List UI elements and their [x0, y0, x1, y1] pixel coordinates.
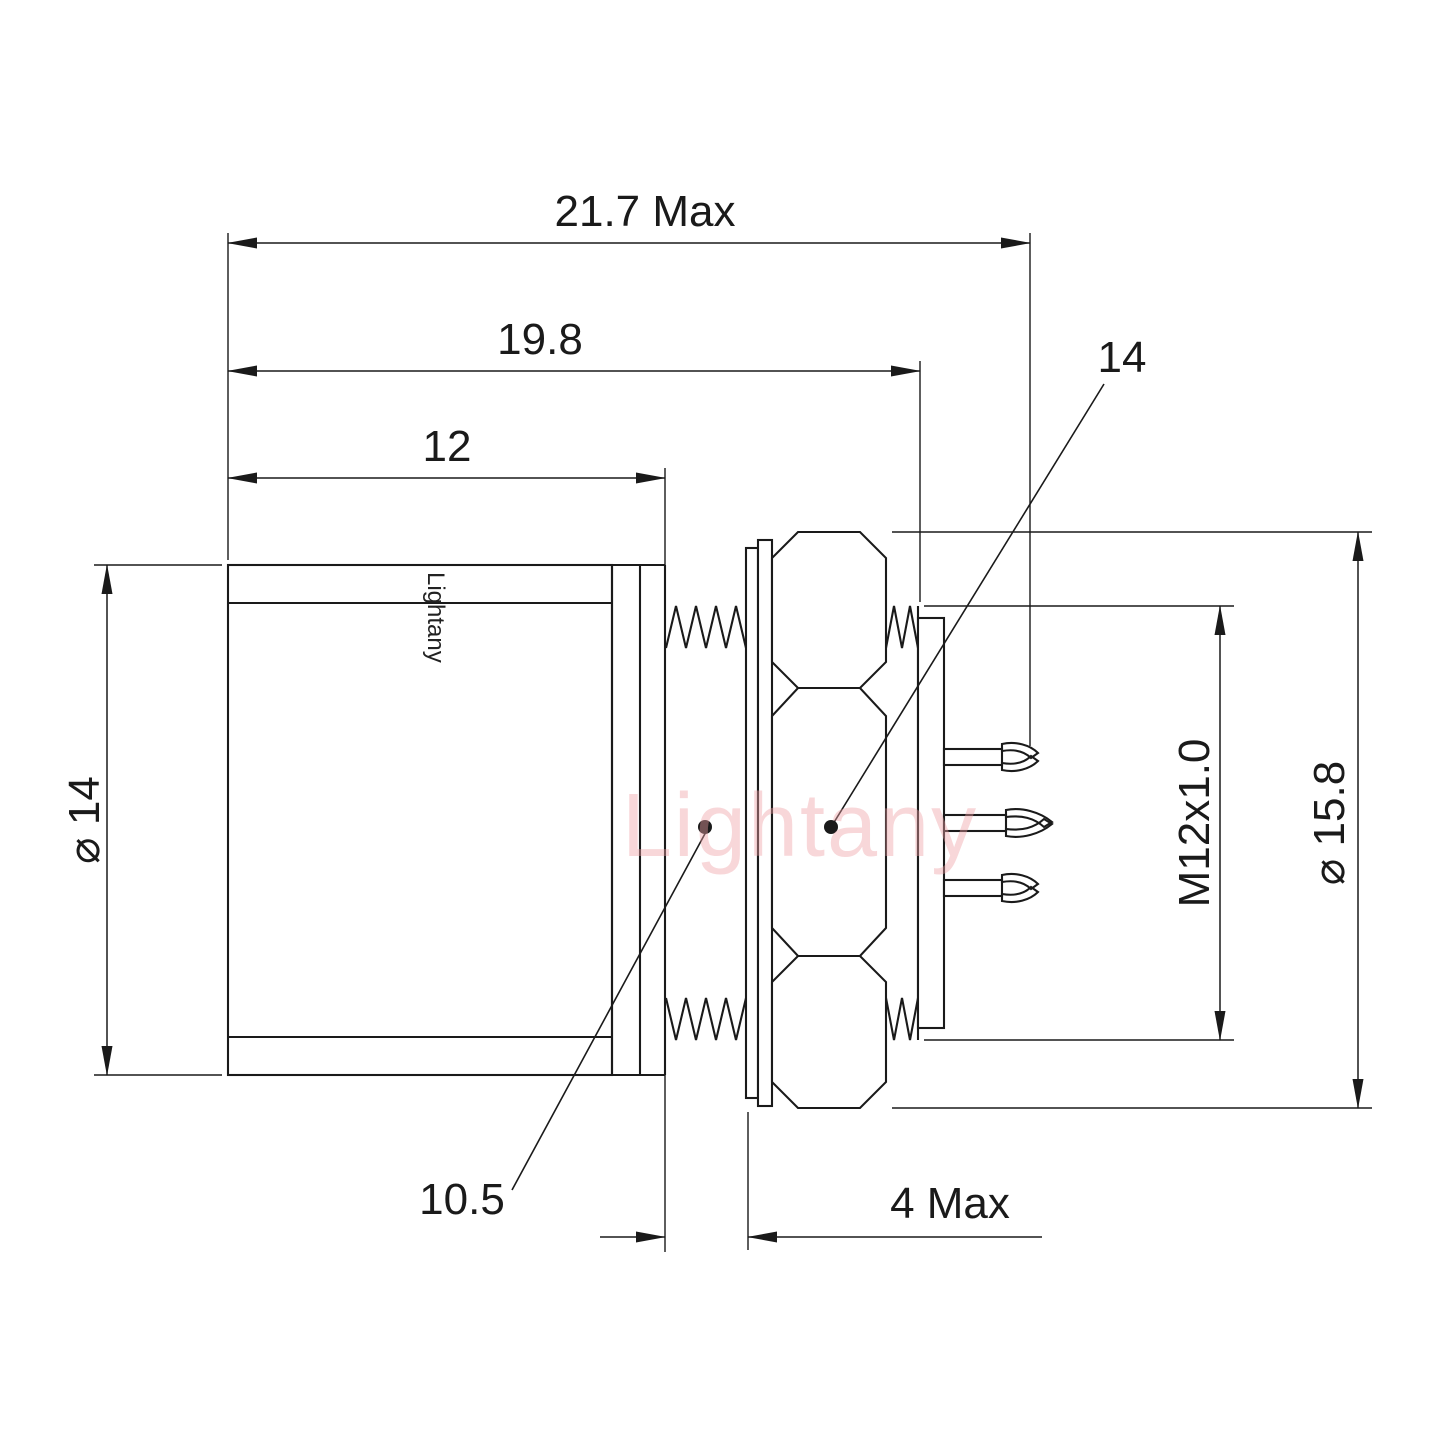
leader-inner-diameter: 10.5	[419, 820, 712, 1224]
dimension-body-diameter: ⌀ 14	[60, 564, 222, 1076]
hex-diameter-label: ⌀ 15.8	[1305, 761, 1354, 885]
solder-pin-bottom	[942, 872, 1040, 904]
body-brand-marking: Lightany	[422, 572, 449, 663]
total-length-label: 21.7 Max	[555, 187, 736, 236]
thread-profile-top-rear	[884, 605, 920, 649]
solder-pin-middle	[942, 808, 1054, 838]
pin-fork-blade	[1000, 754, 1040, 773]
rear-insert	[916, 616, 946, 1030]
pin-ref-label: 14	[1098, 333, 1147, 382]
dimension-length-to-panel: 19.8	[227, 315, 921, 602]
hex-facet-top	[770, 530, 888, 690]
dimension-hex-diameter: ⌀ 15.8	[892, 531, 1372, 1109]
pin-fork-blade	[1000, 741, 1040, 760]
length-to-panel-label: 19.8	[497, 315, 583, 364]
dimension-panel-thickness: 4 Max	[600, 1112, 1042, 1250]
connector-front-body: Lightany	[226, 563, 667, 1077]
dimension-front-length: 12	[227, 422, 666, 1252]
thread-spec-label: M12x1.0	[1170, 739, 1219, 908]
pin-fork-blade	[1004, 808, 1054, 829]
front-thread-section	[664, 605, 748, 1041]
sealing-washers	[744, 538, 774, 1108]
dimension-thread-spec: M12x1.0	[924, 605, 1234, 1041]
pin-fork-blade	[1000, 885, 1040, 904]
panel-thickness-label: 4 Max	[890, 1179, 1010, 1228]
dimension-total-length: 21.7 Max	[227, 187, 1031, 746]
front-length-label: 12	[423, 422, 472, 471]
leader-line	[832, 383, 1105, 825]
leader-dot	[698, 820, 712, 834]
pin-stem	[942, 878, 1004, 898]
inner-diameter-label: 10.5	[419, 1175, 505, 1224]
thread-profile-top-front	[664, 605, 748, 649]
pin-fork-blade	[1000, 872, 1040, 891]
thread-profile-bottom-front	[664, 997, 748, 1041]
leader-pin-ref: 14	[824, 333, 1146, 834]
solder-pin-top	[942, 741, 1040, 773]
body-diameter-label: ⌀ 14	[60, 776, 109, 864]
hex-nut	[770, 530, 888, 1110]
watermark: Lightany	[622, 776, 978, 876]
leader-dot	[824, 820, 838, 834]
solder-pins	[942, 741, 1054, 904]
connector-part: Lightany	[226, 530, 1054, 1110]
hex-facet-bottom	[770, 954, 888, 1110]
thread-profile-bottom-rear	[884, 997, 920, 1041]
body-outline	[226, 563, 614, 1077]
pin-fork-blade	[1004, 817, 1054, 838]
pin-stem	[942, 813, 1008, 833]
pin-stem	[942, 747, 1004, 767]
leader-line	[511, 829, 708, 1191]
